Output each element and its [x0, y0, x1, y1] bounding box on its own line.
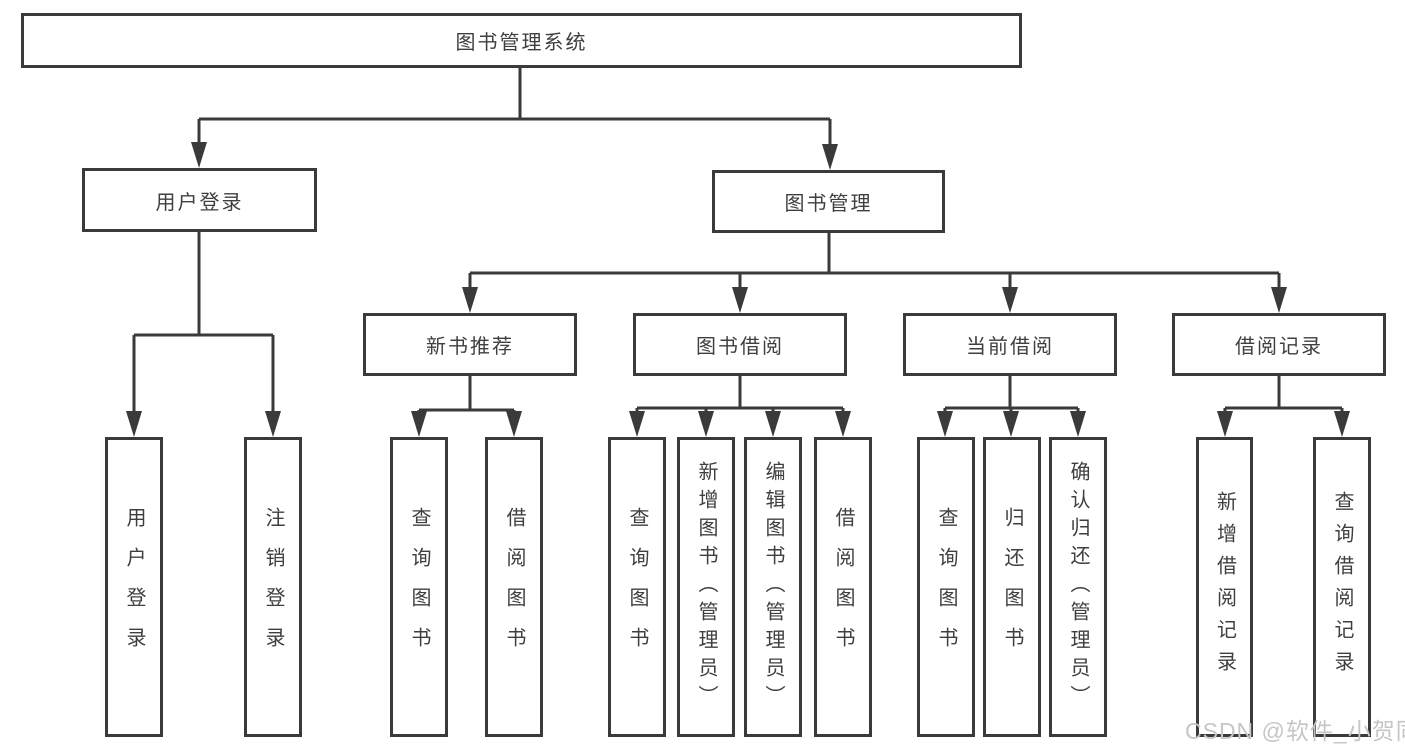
node-label: 用户登录 [123, 507, 145, 667]
node-label: 注销登录 [262, 507, 284, 667]
node-label: 查询图书 [408, 507, 430, 667]
node-label: 图书管理系统 [455, 32, 588, 54]
node-label: 编辑图书（管理员） [762, 461, 784, 713]
node-label: 图书借阅 [696, 336, 784, 358]
node-user-login: 用户登录 [82, 168, 317, 232]
node-query-borrow-record: 查询借阅记录 [1313, 437, 1371, 737]
node-borrow-records: 借阅记录 [1172, 313, 1386, 376]
node-current-borrow: 当前借阅 [903, 313, 1117, 376]
node-recommend-borrow-book: 借阅图书 [485, 437, 543, 737]
node-borrow-book-leaf: 借阅图书 [814, 437, 872, 737]
node-library-management-system: 图书管理系统 [21, 13, 1022, 68]
node-new-book-recommend: 新书推荐 [363, 313, 577, 376]
node-confirm-return-admin: 确认归还（管理员） [1049, 437, 1107, 737]
node-label: 借阅图书 [503, 507, 525, 667]
node-label: 当前借阅 [966, 336, 1054, 358]
node-book-management: 图书管理 [712, 170, 945, 233]
node-label: 新增图书（管理员） [695, 461, 717, 713]
csdn-watermark: CSDN @软件_小贺同学 [1185, 718, 1405, 744]
node-label: 借阅图书 [832, 507, 854, 667]
node-borrow-query-book: 查询图书 [608, 437, 666, 737]
node-return-book: 归还图书 [983, 437, 1041, 737]
node-add-borrow-record: 新增借阅记录 [1196, 437, 1253, 737]
node-label: 查询图书 [935, 507, 957, 667]
node-label: 用户登录 [155, 191, 244, 214]
node-book-borrow: 图书借阅 [633, 313, 847, 376]
node-current-query-book: 查询图书 [917, 437, 975, 737]
node-label: 确认归还（管理员） [1067, 461, 1089, 713]
node-label: 新增借阅记录 [1213, 491, 1236, 683]
node-user-login-leaf: 用户登录 [105, 437, 163, 737]
node-label: 查询借阅记录 [1331, 491, 1353, 683]
node-label: 借阅记录 [1235, 336, 1323, 358]
node-logout: 注销登录 [244, 437, 302, 737]
node-label: 图书管理 [784, 193, 873, 215]
node-recommend-query-book: 查询图书 [390, 437, 448, 737]
node-label: 新书推荐 [426, 336, 514, 358]
node-edit-book-admin: 编辑图书（管理员） [744, 437, 802, 737]
node-label: 查询图书 [626, 507, 648, 667]
node-add-book-admin: 新增图书（管理员） [677, 437, 735, 737]
node-label: 归还图书 [1001, 507, 1023, 667]
